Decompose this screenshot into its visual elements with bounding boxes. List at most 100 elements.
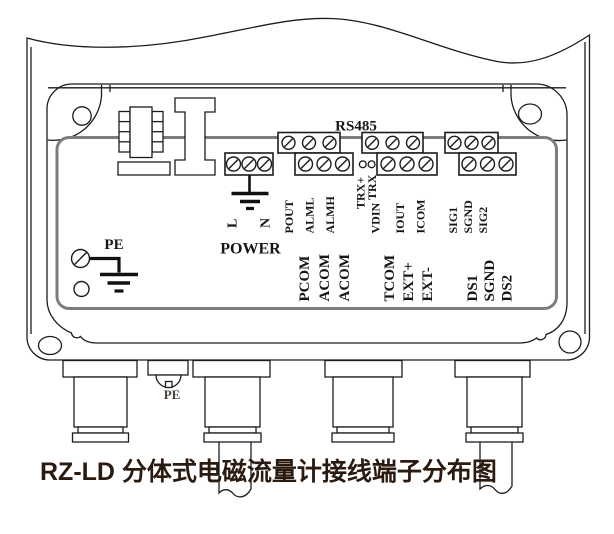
screw-slot [464,159,474,169]
terminal-labels-lower-row: PCOM ACOM ACOM TCOM EXT+ EXT- DS1 SGND D… [297,254,516,302]
pe-hole [73,280,90,298]
cover-plate [37,83,582,356]
screw-slot [466,138,477,148]
gland-flange [192,359,271,378]
pe-ground-area: PE [70,237,138,298]
terminal-label-n: N [259,218,274,228]
cable-torn-end [479,437,513,494]
screw-slot [324,138,335,148]
mounting-hole [72,106,92,126]
pe-gland: PE [147,359,189,402]
screw-slot [283,138,294,148]
terminal-label-l: L [226,219,241,228]
corner-boss-top-left [47,84,111,142]
screw-slot [408,138,418,148]
power-label: POWER [220,241,281,258]
gland-nut [203,432,262,443]
screw-slot [421,159,431,169]
terminal-label-ext-plus: EXT+ [401,262,417,301]
terminal-block-pair-3 [444,131,517,176]
screw-slot [228,159,239,169]
terminal-label-iout: IOUT [393,203,407,234]
terminal-label-acom-2: ACOM [337,254,353,302]
mounting-hole [517,103,543,125]
terminal-label-sig2: SIG2 [476,207,490,234]
pe-label: PE [104,237,123,253]
i-bracket [174,97,216,176]
trx-plus-pin [358,160,367,169]
gland-body [466,376,523,428]
terminal-label-almh: ALMH [323,196,337,234]
terminal-label-trx-plus: TRX+ [354,177,368,209]
terminal-label-ds1: DS1 [465,275,481,302]
terminal-label-alml: ALML [303,198,317,234]
pe-gland-label: PE [164,387,181,402]
cable-gland-3 [324,359,403,443]
terminal-label-pcom: PCOM [297,256,313,302]
terminal-label-trx: TRX [365,174,379,200]
screw-slot [383,159,393,169]
trx-pin [367,160,376,169]
screw-slot [367,138,377,148]
terminal-label-ds2: DS2 [500,275,516,302]
terminal-block-power: L N POWER [220,152,281,258]
transformer-base [117,161,171,176]
cable-torn-end [218,437,252,498]
screw-slot [483,138,494,148]
screw-slot [259,159,270,169]
gland-body [204,376,261,428]
gland-washer [77,426,124,434]
corner-boss-top-right [502,84,567,142]
terminal-label-sgnd-2: SGND [482,260,498,302]
gland-body [73,376,128,428]
screw-slot [300,159,311,169]
transformer-component [117,106,171,176]
screw-slot [402,159,412,169]
terminal-label-sgnd-1: SGND [461,200,475,234]
boss-arc [510,95,567,142]
screw-slot [482,159,493,169]
pe-screw-slot [74,252,87,265]
gland-washer [336,426,390,434]
pe-gland-notch [164,380,173,389]
gland-washer [470,426,519,434]
gland-flange [62,359,138,378]
pe-wire [89,256,121,273]
screw-slot [244,159,254,169]
rs485-label: RS485 [335,119,377,135]
gland-flange [454,359,531,378]
terminal-label-acom-1: ACOM [317,254,333,302]
terminal-label-sig1: SIG1 [446,207,460,234]
screw-slot [387,138,398,148]
terminal-label-icom: ICOM [414,200,428,234]
diagram-title: RZ-LD 分体式电磁流量计接线端子分布图 [40,457,497,486]
terminal-label-ext-minus: EXT- [420,267,436,301]
mounting-hole-bottom-right [558,330,582,354]
gland-nut [331,432,395,443]
transformer-core [129,106,153,159]
boss-arc [47,95,103,142]
gland-flange [324,359,403,378]
terminal-labels-upper-row: POUT ALML ALMH TRX+ TRX VDIN IOUT ICOM S… [282,174,490,233]
terminal-label-tcom: TCOM [382,255,398,302]
screw-slot [304,138,314,148]
screw-slot [337,159,348,169]
screw-slot [449,138,460,148]
cable-glands: PE [62,359,531,498]
cable-gland-4 [454,359,531,494]
terminal-block-pair-2 [361,131,438,176]
cable-gland-1 [62,359,138,443]
screw-slot [319,159,329,169]
mounting-hole-bottom-left [37,335,63,356]
terminal-label-vdin: VDIN [369,202,383,233]
trx-pin-terminals [358,160,376,169]
gland-nut [465,432,524,443]
cable-gland-2 [192,359,271,498]
terminal-block-pair-1 [277,131,354,176]
gland-body [332,376,394,428]
gland-flange [147,359,189,376]
gland-washer [208,426,257,434]
terminal-label-pout: POUT [282,200,296,233]
screw-slot [501,159,511,169]
